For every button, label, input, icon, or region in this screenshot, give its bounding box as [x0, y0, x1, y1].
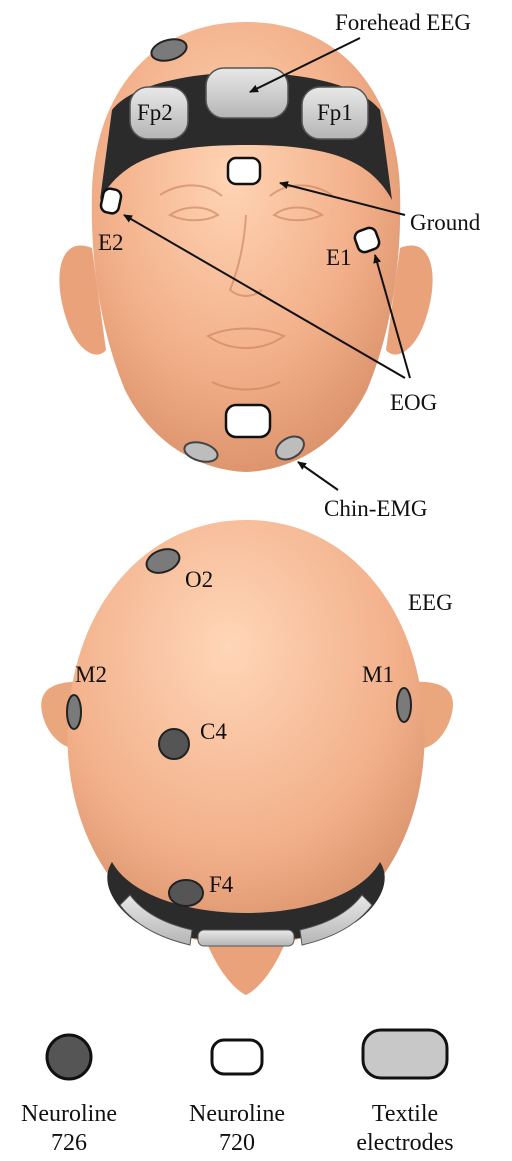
neuroline-726-m1 — [397, 688, 411, 722]
textile-electrode-forehead — [206, 68, 288, 118]
neuroline-726-m2 — [67, 695, 81, 729]
label-fp2: Fp2 — [137, 100, 173, 125]
label-eeg: EEG — [408, 590, 453, 615]
label-forehead-eeg: Forehead EEG — [335, 10, 471, 35]
back-headband-textile-center — [198, 930, 294, 946]
arrow-chin-emg — [298, 462, 338, 490]
neuroline-720-chin — [226, 405, 270, 437]
legend-label-line1: Neuroline — [162, 1100, 312, 1129]
label-ground: Ground — [410, 210, 481, 235]
legend-label-line1: Neuroline — [0, 1100, 144, 1129]
legend-neuroline-720: Neuroline 720 — [162, 1100, 312, 1158]
legend-label-line2: 726 — [0, 1129, 144, 1158]
light-grey-rounded-rectangle-icon — [363, 1030, 447, 1078]
label-fp1: Fp1 — [317, 100, 353, 125]
legend-label-line2: electrodes — [330, 1129, 480, 1158]
legend-icons — [47, 1030, 447, 1079]
neuroline-726-f4 — [169, 880, 203, 906]
legend-label-line2: 720 — [162, 1129, 312, 1158]
label-o2: O2 — [185, 567, 213, 592]
legend-textile-electrodes: Textile electrodes — [330, 1100, 480, 1158]
label-eog: EOG — [390, 390, 437, 415]
label-e1: E1 — [326, 245, 352, 270]
neuroline-720-ground — [228, 158, 260, 184]
neuroline-726-c4 — [159, 729, 189, 759]
label-e2: E2 — [98, 230, 124, 255]
legend-label-line1: Textile — [330, 1100, 480, 1129]
neuroline-720-e2 — [100, 187, 123, 214]
legend-neuroline-726: Neuroline 726 — [0, 1100, 144, 1158]
label-c4: C4 — [200, 719, 227, 744]
label-m1: M1 — [362, 662, 394, 687]
label-m2: M2 — [75, 662, 107, 687]
label-chin-emg: Chin-EMG — [324, 496, 428, 521]
label-f4: F4 — [209, 872, 234, 897]
white-rounded-rectangle-icon — [212, 1040, 262, 1074]
dark-grey-circle-icon — [47, 1035, 91, 1079]
back-head — [41, 520, 453, 995]
